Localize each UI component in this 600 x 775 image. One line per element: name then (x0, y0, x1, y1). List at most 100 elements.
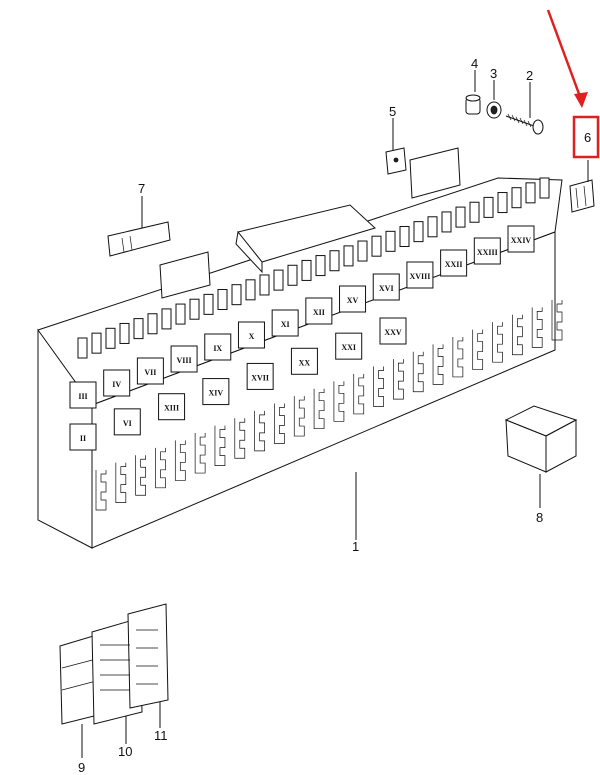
highlight-annotation (546, 9, 600, 159)
relay-slot-label: XXV (384, 328, 402, 337)
relay-slot-label: XX (299, 358, 311, 367)
callout-6: 6 (584, 130, 591, 145)
relay-slot: XI (271, 309, 299, 337)
relay-slot: XXIV (507, 225, 535, 253)
relay (504, 405, 578, 473)
highlight-arrow-head (574, 92, 588, 108)
connector-tooth (194, 433, 206, 474)
relay-slot: IV (103, 369, 131, 397)
connector-tooth (115, 462, 127, 503)
relay-slot-label: XXIII (477, 248, 498, 257)
relay-slot-label: VI (123, 419, 132, 428)
relay-slot-label: III (78, 392, 87, 401)
callout-9: 9 (78, 760, 85, 775)
fuse-blade-row (77, 177, 550, 359)
fuse-blade (427, 216, 438, 238)
relay-slot: XXV (379, 317, 407, 345)
connector-tooth (452, 336, 464, 378)
grommet (465, 94, 481, 115)
callout-11: 11 (154, 728, 168, 743)
fuse-blade (301, 259, 312, 281)
relay-slot-label: XXI (341, 343, 356, 352)
relay-slot: XX (290, 347, 318, 375)
relay-slot: XXI (335, 332, 363, 360)
connector-tooth (313, 388, 325, 430)
fuse-blade (385, 230, 396, 252)
fuse-blade (189, 298, 200, 320)
relay-slot-label: XV (347, 296, 359, 305)
connector-tooth (432, 344, 444, 385)
fuse-blade (119, 322, 130, 344)
connector-tooth (214, 425, 226, 467)
relay-slot: X (237, 321, 265, 349)
fuse-blade (357, 240, 368, 262)
connector-tooth (353, 373, 365, 415)
callout-10: 10 (118, 744, 132, 759)
fuse-blade (203, 293, 214, 315)
relay-slot: XXII (440, 249, 468, 277)
fuse-puller (107, 221, 171, 257)
relay-slot: III (69, 381, 97, 409)
fuse-blade (217, 289, 228, 311)
relay-slot: XVI (372, 273, 400, 301)
fuse-blade (315, 255, 326, 277)
connector-tooth (333, 381, 345, 422)
fuse-blade (399, 225, 410, 247)
relay-slot-label: XVIII (409, 272, 430, 281)
fuse-blade (231, 284, 242, 306)
connector-tooth (135, 455, 147, 496)
relay-slot: XIII (158, 393, 186, 421)
highlight-arrow-shaft (546, 9, 584, 103)
relay-slot-label: XII (313, 308, 325, 317)
relay-slot: XVII (246, 362, 274, 390)
fuse-blade (525, 182, 536, 204)
fuse-blade (483, 196, 494, 218)
relay-slot-label: VIII (177, 356, 192, 365)
connector-tooth (254, 410, 265, 452)
relay-slot: II (69, 423, 97, 451)
connector-tooth (155, 447, 166, 489)
fuse-blade (539, 177, 550, 199)
fuse-blade (147, 313, 158, 335)
connector-tooth (234, 418, 246, 459)
connector-tooth (174, 440, 186, 481)
connector-teeth (95, 300, 563, 511)
fuse-blade (77, 337, 88, 359)
callout-8: 8 (536, 510, 543, 525)
relay-slot-label: XIII (164, 404, 179, 413)
connector-tooth (393, 359, 404, 400)
callout-5: 5 (389, 104, 396, 119)
leader-lines (81, 70, 589, 758)
callout-3: 3 (490, 66, 497, 81)
relay-slot-label: XI (281, 320, 290, 329)
relay-slot-label: IV (112, 380, 121, 389)
relay-slot-label: X (249, 332, 255, 341)
clip-bracket (385, 147, 407, 175)
relay-slot: XII (305, 297, 333, 325)
relay-slot-label: VII (144, 368, 156, 377)
fuse-blade (343, 245, 354, 267)
connector-tooth (531, 307, 543, 348)
screw (505, 113, 544, 135)
fuse-blade (455, 206, 466, 228)
fuse-blade (469, 201, 480, 223)
fuse-blade (259, 274, 270, 296)
connector-tooth (95, 470, 107, 511)
relay-slot-label: XXIV (511, 236, 532, 245)
relay-slot-label: XIV (209, 389, 224, 398)
fuse-blade (441, 211, 452, 233)
relay-slot: IX (204, 333, 232, 361)
fuse-blade (161, 308, 172, 330)
fuse-part-6 (569, 179, 595, 213)
callout-4: 4 (471, 56, 478, 71)
relay-slot: VII (136, 357, 164, 385)
fuse-blade (497, 192, 508, 214)
connector-tooth (472, 329, 484, 370)
connector-tooth (293, 396, 305, 437)
connector-tooth (412, 351, 424, 393)
relay-slot-label: II (80, 434, 86, 443)
relay-slot: XVIII (406, 261, 434, 289)
callout-7: 7 (138, 181, 145, 196)
